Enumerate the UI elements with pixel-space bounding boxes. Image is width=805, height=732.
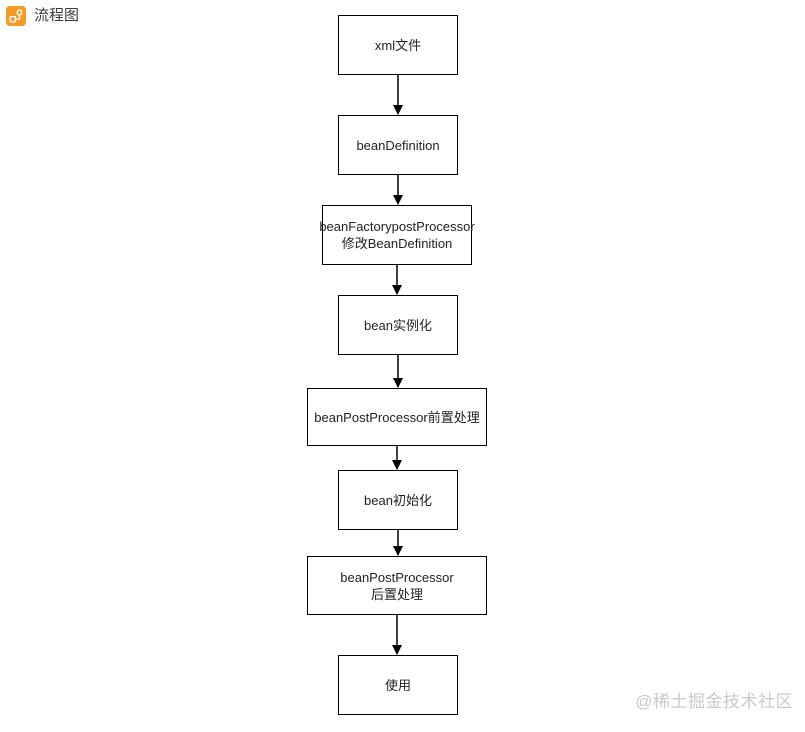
flow-node-label: beanFactorypostProcessor — [319, 219, 475, 234]
flow-node-label: 后置处理 — [370, 586, 423, 602]
flow-node-n2: beanDefinition — [338, 115, 458, 175]
flow-node-label: xml文件 — [374, 37, 422, 53]
flow-node-label: 修改BeanDefinition — [341, 236, 453, 251]
flow-node-label: 使用 — [384, 677, 411, 693]
flow-node-label: beanDefinition — [356, 137, 440, 153]
flow-node-n8: 使用 — [338, 655, 458, 715]
flow-node-label: bean实例化 — [364, 317, 432, 333]
flow-node-label: beanPostProcessor前置处理 — [314, 409, 480, 425]
flowchart-icon — [6, 6, 26, 26]
flow-node-n4: bean实例化 — [338, 295, 458, 355]
flow-node-label: bean初始化 — [364, 492, 432, 508]
watermark: @稀土掘金技术社区 — [635, 692, 793, 711]
diagram-title: 流程图 — [34, 7, 80, 24]
diagram-header: 流程图 — [6, 6, 79, 26]
flow-node-label: beanPostProcessor — [340, 569, 454, 585]
flow-node-n5: beanPostProcessor前置处理 — [307, 388, 487, 446]
flow-node-n1: xml文件 — [338, 15, 458, 75]
flow-node-n3: beanFactorypostProcessor 修改BeanDefinition — [319, 205, 475, 265]
flow-node-n6: bean初始化 — [338, 470, 458, 530]
